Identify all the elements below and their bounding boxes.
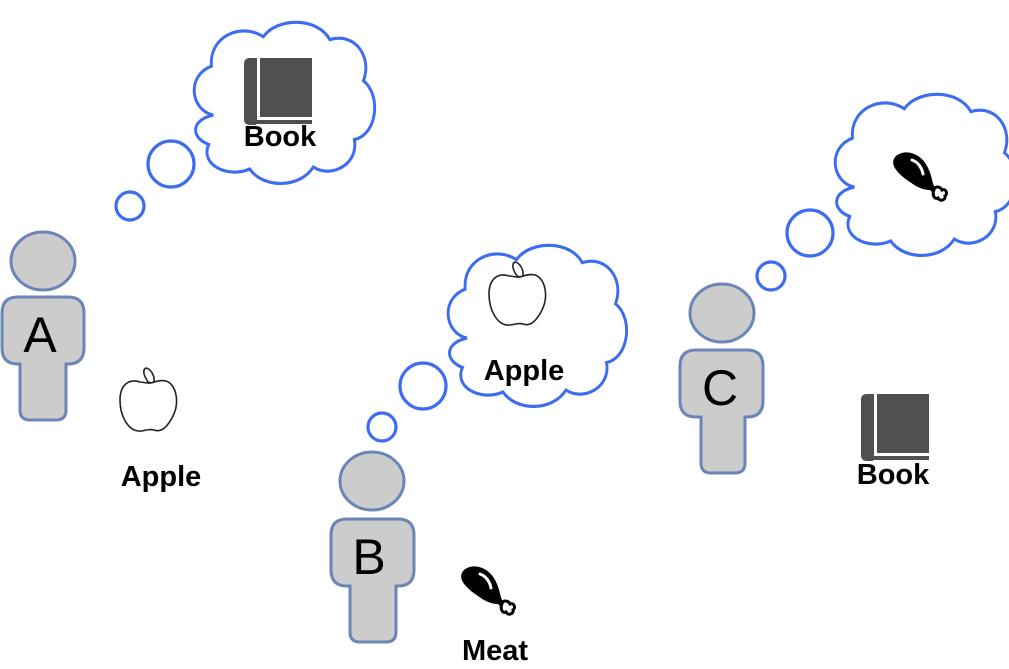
person-a: A: [0, 230, 86, 422]
person-a-holding-apple-icon: [119, 367, 178, 432]
person-b: B: [329, 450, 416, 644]
person-c-head: [688, 282, 756, 344]
person-c: C: [678, 282, 765, 475]
person-b-letter: B: [352, 529, 385, 585]
person-c-thought: [755, 92, 1009, 292]
thought-bubble-small: [114, 190, 146, 222]
thought-label: Book: [244, 121, 317, 153]
person-a-head: [9, 230, 77, 292]
person-a-holding-label: Apple: [121, 461, 202, 493]
person-b-head: [338, 450, 406, 512]
person-b-holding-meat-icon: [459, 564, 516, 616]
thought-bubble-medium: [785, 208, 835, 258]
person-b-body: [329, 517, 416, 644]
thought-bubble-medium: [398, 361, 448, 411]
person-b-thought: Apple: [366, 243, 629, 443]
person-c-letter: C: [702, 360, 738, 416]
thought-bubble-small: [755, 260, 787, 292]
thought-book-icon: [244, 58, 312, 125]
person-c-holding-book-icon: [861, 394, 929, 461]
person-c-body: [678, 348, 765, 475]
thought-label: Apple: [484, 355, 565, 387]
person-a-letter: A: [23, 307, 57, 363]
person-c-holding-label: Book: [857, 459, 930, 491]
person-b-holding-label: Meat: [462, 635, 528, 667]
thought-bubble-medium: [146, 139, 196, 189]
person-a-body: [0, 295, 86, 422]
thought-bubble-small: [366, 411, 398, 443]
person-a-thought: Book: [114, 20, 377, 222]
